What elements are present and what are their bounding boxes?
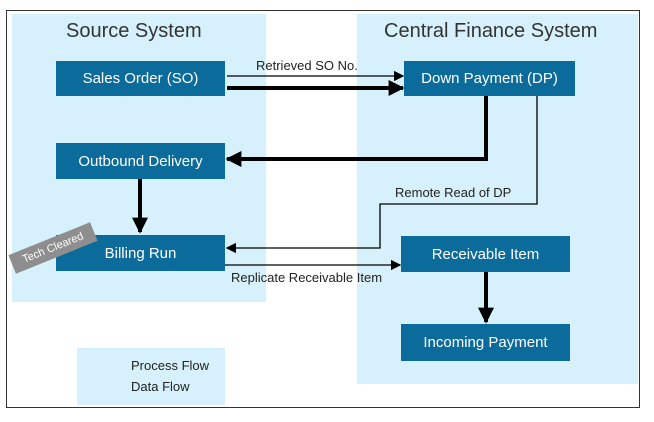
data-flow-remote-read bbox=[225, 96, 538, 254]
process-flow-dp-to-delivery bbox=[225, 96, 488, 167]
outbound-delivery-box[interactable]: Outbound Delivery bbox=[56, 143, 225, 179]
legend-data-flow-label: Data Flow bbox=[131, 379, 190, 394]
replicate-label: Replicate Receivable Item bbox=[231, 270, 383, 285]
central-finance-title: Central Finance System bbox=[384, 20, 598, 42]
legend bbox=[77, 348, 225, 405]
retrieved-so-label: Retrieved SO No. bbox=[256, 58, 358, 73]
legend-process-flow-label: Process Flow bbox=[131, 358, 210, 373]
incoming-payment-box[interactable]: Incoming Payment bbox=[401, 324, 570, 361]
receivable-item-box[interactable]: Receivable Item bbox=[401, 236, 570, 272]
remote-read-label: Remote Read of DP bbox=[395, 185, 512, 200]
down-payment-box[interactable]: Down Payment (DP) bbox=[404, 61, 575, 96]
sales-order-box[interactable]: Sales Order (SO) bbox=[56, 61, 225, 96]
source-system-title: Source System bbox=[66, 20, 202, 42]
